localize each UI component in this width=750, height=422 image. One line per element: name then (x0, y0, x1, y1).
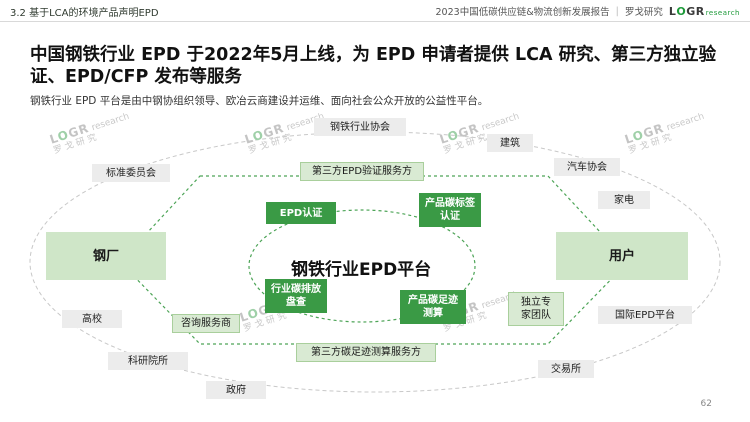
page-headline: 中国钢铁行业 EPD 于2022年5月上线，为 EPD 申请者提供 LCA 研究… (30, 45, 717, 87)
section-label: 3.2 基于LCA的环境产品声明EPD (10, 8, 159, 19)
node-product-carbon-footprint: 产品碳足迹测算 (400, 290, 466, 324)
node-consulting-services: 咨询服务商 (172, 314, 240, 333)
page-subhead: 钢铁行业 EPD 平台是由中钢协组织领导、欧冶云商建设并运维、面向社会公众开放的… (30, 95, 489, 107)
inner-dashed-ellipse (248, 209, 476, 323)
node-intl-epd: 国际EPD平台 (598, 306, 692, 324)
header-divider (0, 21, 750, 22)
node-construction: 建筑 (487, 134, 533, 152)
node-product-carbon-label: 产品碳标签认证 (419, 193, 481, 227)
page-number: 62 (700, 399, 712, 409)
report-title: 2023中国低碳供应链&物流创新发展报告 (435, 7, 610, 18)
node-users: 用户 (556, 232, 688, 280)
node-epd-certification: EPD认证 (266, 202, 336, 224)
node-government: 政府 (206, 381, 266, 399)
node-universities: 高校 (62, 310, 122, 328)
node-auto-association: 汽车协会 (554, 158, 620, 176)
node-industry-emission-inventory: 行业碳排放盘查 (265, 279, 327, 313)
node-independent-experts: 独立专家团队 (508, 292, 564, 326)
node-appliances: 家电 (598, 191, 650, 209)
platform-title: 钢铁行业EPD平台 (291, 260, 432, 280)
node-research-institutes: 科研院所 (108, 352, 188, 370)
header-separator: | (615, 5, 619, 17)
node-standards-committee: 标准委员会 (92, 164, 170, 182)
publisher-name: 罗戈研究 (624, 7, 663, 18)
service-hexagon (119, 175, 629, 345)
node-exchanges: 交易所 (538, 360, 594, 378)
node-third-party-footprint-service: 第三方碳足迹测算服务方 (296, 343, 436, 362)
node-steel-mill: 钢厂 (46, 232, 166, 280)
node-third-party-epd-verifier: 第三方EPD验证服务方 (300, 162, 424, 181)
node-steel-association: 钢铁行业协会 (314, 118, 406, 136)
